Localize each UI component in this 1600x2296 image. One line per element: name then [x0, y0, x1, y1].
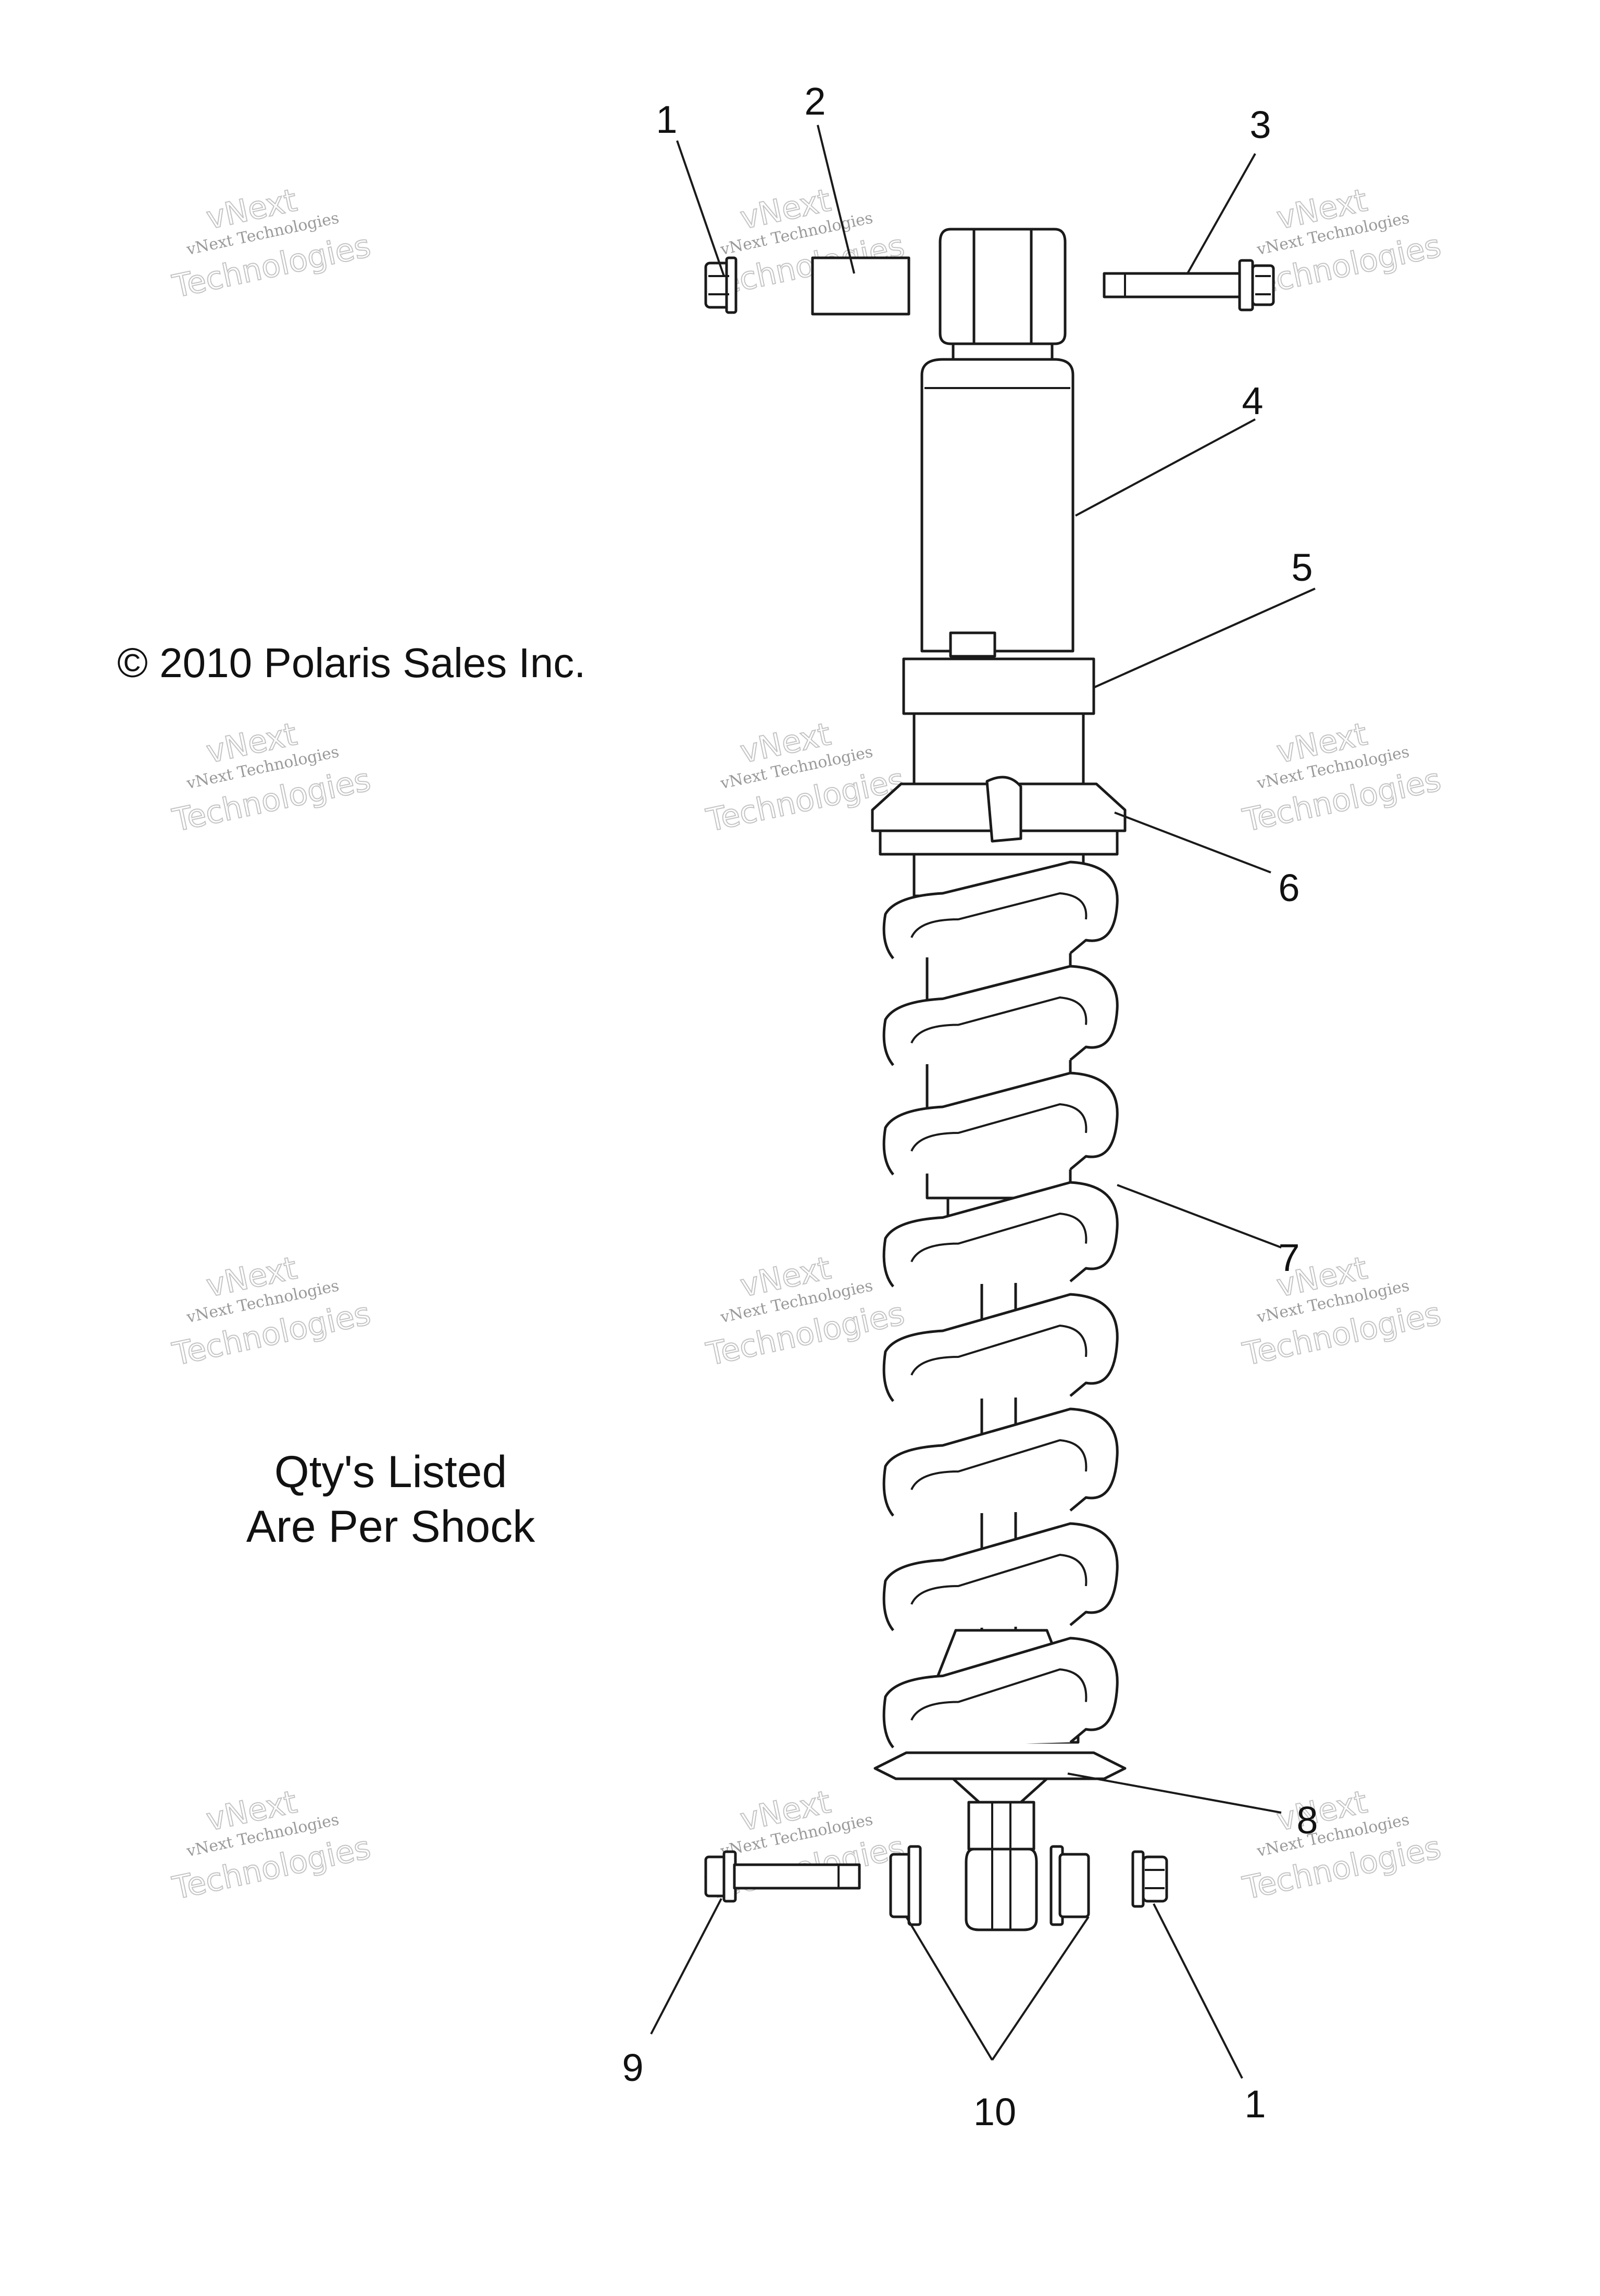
spring-coil-edge: [910, 1553, 1088, 1605]
note-line-1: Qty's Listed: [274, 1447, 507, 1497]
spring-coil-edge: [910, 1324, 1088, 1376]
callout-5: 5: [1291, 546, 1312, 589]
part-7-coil-spring: [882, 860, 1119, 1749]
spring-coil: [882, 1637, 1119, 1749]
callout-8: 8: [1296, 1799, 1318, 1842]
spring-coil-edge: [910, 1439, 1088, 1490]
part-8-spring-seat: [873, 1751, 1127, 1804]
spring-coil: [882, 1522, 1119, 1631]
spring-coil: [882, 1407, 1119, 1517]
part-9-bolt: [704, 1850, 861, 1903]
spring-coil: [882, 860, 1119, 959]
spring-coil: [882, 1293, 1119, 1402]
callout-9: 9: [622, 2046, 643, 2089]
part-3-bolt: [1103, 259, 1275, 311]
callout-1-bottom: 1: [1244, 2082, 1266, 2126]
part-4-shock-body: [920, 358, 1074, 658]
spring-coil-edge: [910, 1668, 1088, 1721]
spring-coil-edge: [910, 892, 1088, 938]
part-1-bottom-flange-nut: [1131, 1850, 1168, 1908]
part-2-spacer: [811, 256, 910, 316]
leader-lines: [650, 124, 1316, 2079]
note-line-2: Are Per Shock: [246, 1502, 535, 1552]
part-10-bushing-left: [889, 1845, 922, 1926]
callout-6: 6: [1278, 866, 1299, 909]
callout-10: 10: [973, 2090, 1016, 2133]
part-1-top-flange-nut: [704, 256, 738, 314]
callout-2: 2: [804, 80, 826, 123]
spring-coil-edge: [910, 1103, 1088, 1152]
part-5-collar: [902, 657, 1095, 785]
callout-1-top: 1: [656, 98, 677, 141]
copyright-text: © 2010 Polaris Sales Inc.: [117, 640, 585, 686]
part-6-spring-retainer: [871, 776, 1127, 856]
spring-coil: [882, 1071, 1119, 1176]
callout-4: 4: [1242, 379, 1263, 422]
spring-coil: [882, 965, 1119, 1066]
spring-coil-edge: [910, 996, 1088, 1044]
spring-coil: [882, 1181, 1119, 1288]
callout-7: 7: [1278, 1236, 1299, 1279]
callout-3: 3: [1249, 103, 1271, 146]
shock-bottom-eyelet: [965, 1801, 1038, 1931]
shock-top-eyelet: [939, 228, 1067, 361]
spring-coil-edge: [910, 1212, 1088, 1263]
part-10-bushing-right: [1049, 1845, 1090, 1926]
